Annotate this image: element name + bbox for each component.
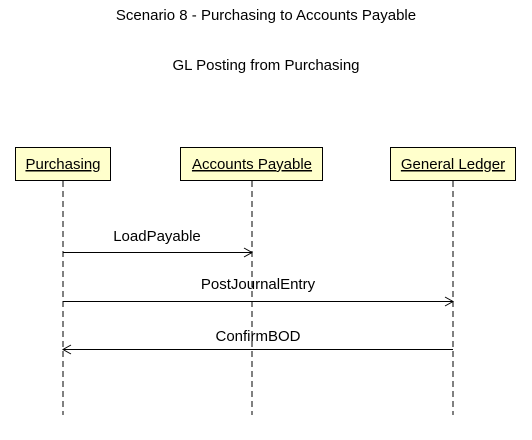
diagram-subtitle: GL Posting from Purchasing <box>172 57 360 74</box>
arrowhead-left-icon <box>61 344 72 355</box>
lifeline-box <box>390 147 516 181</box>
lifeline-box <box>15 147 111 181</box>
lifeline-box <box>180 147 323 181</box>
message-load-payable: LoadPayable <box>63 228 254 258</box>
arrowhead-right-icon <box>444 296 455 307</box>
arrowhead-right-icon <box>243 247 254 258</box>
message-label: ConfirmBOD <box>215 328 300 345</box>
lifeline-accounts-payable: Accounts Payable <box>180 147 323 181</box>
lifeline-general-ledger: General Ledger <box>390 147 516 181</box>
lifeline-label: General Ledger <box>401 156 505 173</box>
message-confirm-bod: ConfirmBOD <box>61 328 453 355</box>
message-post-journal-entry: PostJournalEntry <box>63 276 455 307</box>
message-label: LoadPayable <box>113 228 201 245</box>
lifeline-label: Accounts Payable <box>192 156 312 173</box>
lifeline-label: Purchasing <box>25 156 100 173</box>
diagram-title: Scenario 8 - Purchasing to Accounts Paya… <box>115 7 417 24</box>
lifeline-purchasing: Purchasing <box>15 147 111 181</box>
message-label: PostJournalEntry <box>201 276 316 293</box>
